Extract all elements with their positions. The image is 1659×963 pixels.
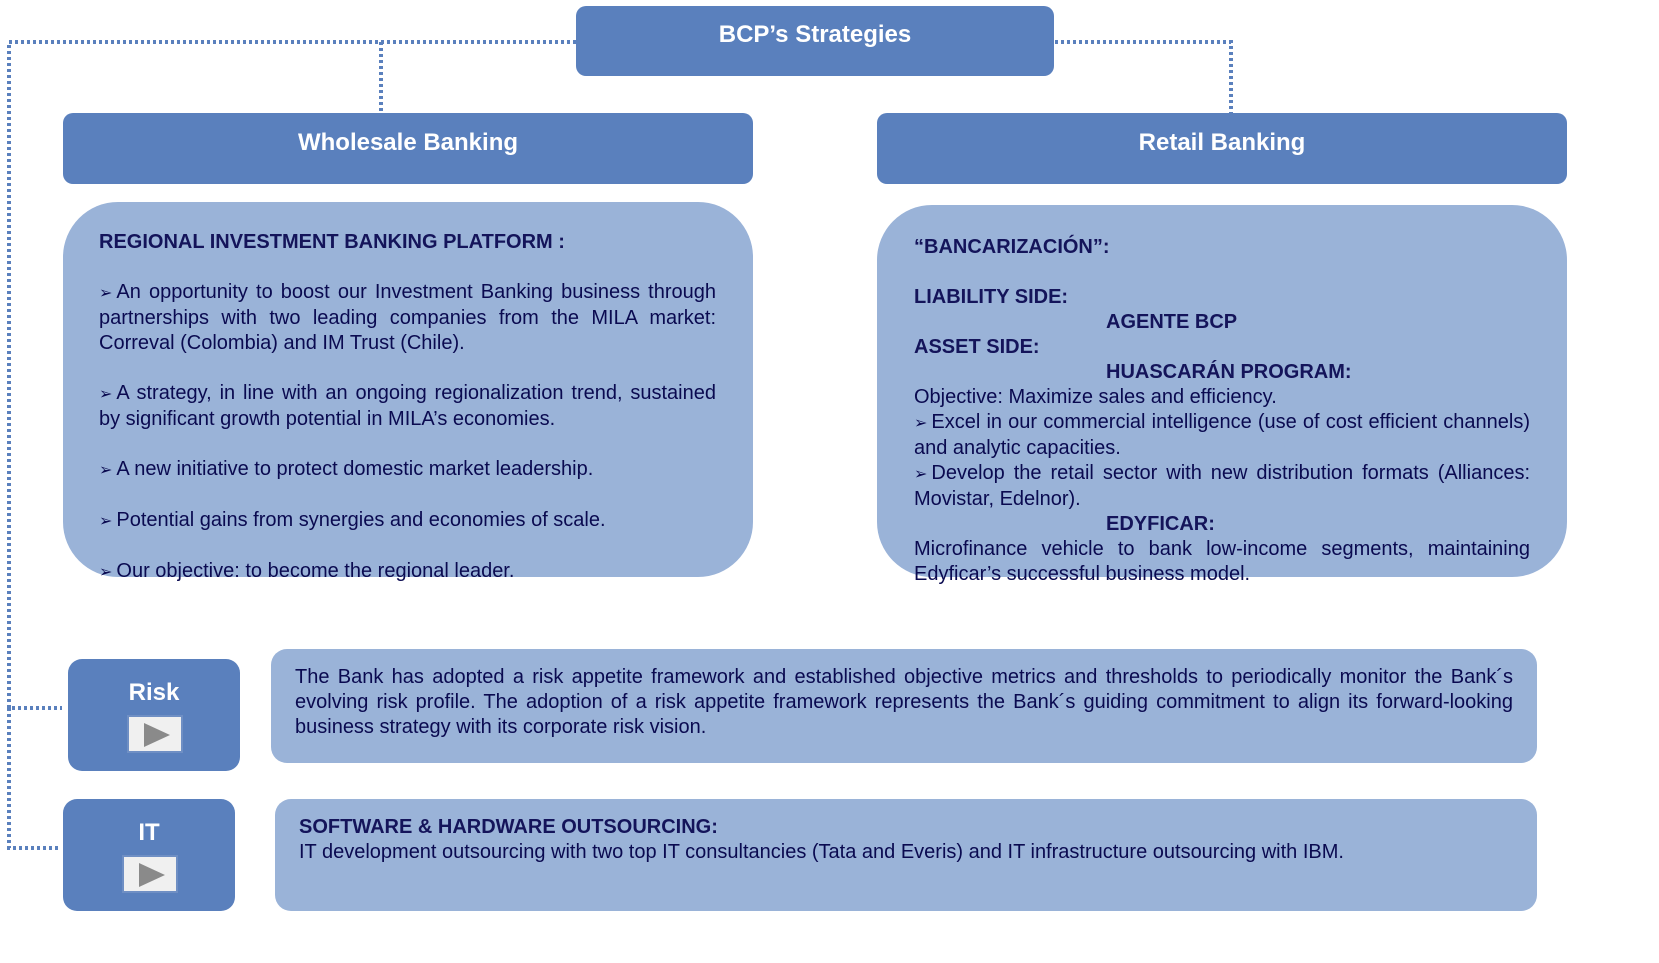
wholesale-heading: REGIONAL INVESTMENT BANKING PLATFORM : <box>99 231 565 253</box>
huascaran-program-label: HUASCARÁN PROGRAM: <box>1106 361 1352 383</box>
retail-panel: “BANCARIZACIÓN”: LIABILITY SIDE: AGENTE … <box>877 205 1567 585</box>
risk-panel: The Bank has adopted a risk appetite fra… <box>271 649 1537 763</box>
wholesale-header: Wholesale Banking <box>63 113 753 184</box>
retail-heading: “BANCARIZACIÓN”: <box>914 236 1110 258</box>
risk-text: The Bank has adopted a risk appetite fra… <box>295 666 1513 738</box>
arrowhead-bullet-icon: ➢ <box>99 386 113 403</box>
retail-header: Retail Banking <box>877 113 1567 184</box>
objective-text: Objective: Maximize sales and efficiency… <box>914 386 1277 408</box>
strategies-title: BCP’s Strategies <box>718 21 912 48</box>
risk-play-button[interactable] <box>127 715 183 753</box>
agente-bcp-label: AGENTE BCP <box>1106 311 1238 333</box>
it-label: IT <box>138 819 160 846</box>
arrowhead-bullet-icon: ➢ <box>99 285 113 302</box>
wholesale-bullet: ➢A new initiative to protect domestic ma… <box>99 457 716 483</box>
strategies-header: BCP’s Strategies <box>576 6 1054 76</box>
edyficar-text: Microfinance vehicle to bank low-income … <box>914 538 1530 585</box>
arrowhead-bullet-icon: ➢ <box>914 466 928 483</box>
arrowhead-bullet-icon: ➢ <box>99 564 113 581</box>
arrowhead-bullet-icon: ➢ <box>99 513 113 530</box>
play-icon <box>144 723 170 747</box>
wholesale-bullet: ➢Our objective: to become the regional l… <box>99 559 716 585</box>
retail-bullet: ➢Develop the retail sector with new dist… <box>914 462 1530 510</box>
wholesale-bullet: ➢An opportunity to boost our Investment … <box>99 281 716 354</box>
arrowhead-bullet-icon: ➢ <box>99 462 113 479</box>
wholesale-panel: REGIONAL INVESTMENT BANKING PLATFORM : ➢… <box>63 202 753 582</box>
it-panel: SOFTWARE & HARDWARE OUTSOURCING: IT deve… <box>275 799 1537 911</box>
risk-box: Risk <box>68 659 240 771</box>
it-heading: SOFTWARE & HARDWARE OUTSOURCING: <box>299 816 718 838</box>
arrowhead-bullet-icon: ➢ <box>914 415 928 432</box>
risk-label: Risk <box>128 679 180 706</box>
wholesale-bullet: ➢Potential gains from synergies and econ… <box>99 508 716 534</box>
play-icon <box>139 863 165 887</box>
wholesale-title: Wholesale Banking <box>297 128 519 156</box>
it-box: IT <box>63 799 235 911</box>
asset-side-label: ASSET SIDE: <box>914 336 1040 358</box>
it-play-button[interactable] <box>122 855 178 893</box>
retail-bullet: ➢Excel in our commercial intelligence (u… <box>914 411 1530 459</box>
it-text: IT development outsourcing with two top … <box>299 841 1344 863</box>
wholesale-bullet: ➢A strategy, in line with an ongoing reg… <box>99 382 716 430</box>
liability-side-label: LIABILITY SIDE: <box>914 286 1069 308</box>
edyficar-label: EDYFICAR: <box>1106 513 1215 535</box>
retail-title: Retail Banking <box>1138 128 1306 156</box>
